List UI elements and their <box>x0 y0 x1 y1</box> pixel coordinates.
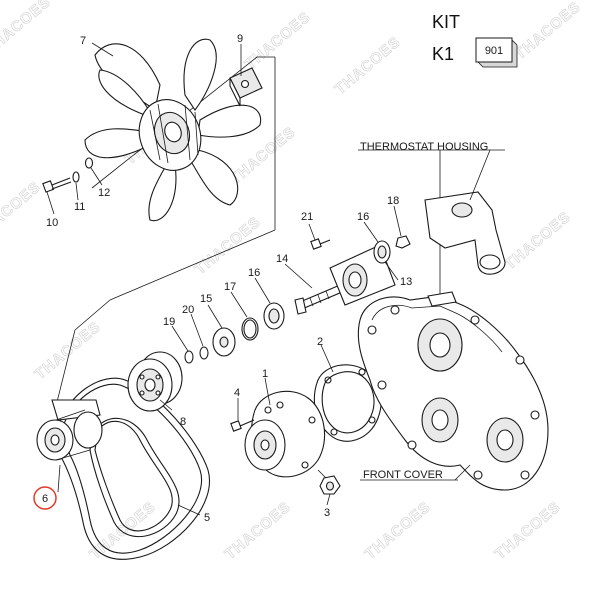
part-number-2[interactable]: 2 <box>317 336 323 348</box>
part-number-5[interactable]: 5 <box>204 512 210 524</box>
part-pump-shaft[interactable] <box>294 284 343 315</box>
part-number-6[interactable]: 6 <box>42 493 48 505</box>
part-fan-washer[interactable] <box>72 171 80 183</box>
part-number-3[interactable]: 3 <box>324 507 330 519</box>
front-cover-label: FRONT COVER <box>363 469 443 481</box>
selected-part-marker[interactable]: 6 <box>33 486 57 510</box>
callout-labels: THERMOSTAT HOUSING FRONT COVER <box>360 141 488 481</box>
part-hub-flange[interactable] <box>212 327 236 357</box>
part-spacer[interactable] <box>229 67 263 107</box>
part-snap-ring[interactable] <box>241 317 259 341</box>
part-number-9[interactable]: 9 <box>237 33 243 45</box>
watermark: THACOES <box>0 178 44 243</box>
part-fan[interactable] <box>84 38 262 222</box>
watermark: THACOES <box>512 0 584 63</box>
watermark: THACOES <box>362 498 434 563</box>
watermark: THACOES <box>32 318 104 383</box>
watermark: THACOES <box>502 208 574 273</box>
part-number-11[interactable]: 11 <box>74 201 85 213</box>
part-number-12[interactable]: 12 <box>98 187 110 199</box>
part-belt[interactable] <box>57 377 210 560</box>
front-cover[interactable] <box>357 291 549 491</box>
part-fan-bolt[interactable] <box>42 177 72 193</box>
selection-circle <box>33 486 57 510</box>
watermark: THACOES <box>492 498 564 563</box>
part-number-1[interactable]: 1 <box>262 368 268 380</box>
kit-number-box[interactable]: 901 <box>475 37 518 68</box>
watermark: THACOES <box>222 498 294 563</box>
part-number-13[interactable]: 13 <box>400 276 412 288</box>
kit-header: KIT K1 901 <box>432 12 518 68</box>
part-bleed-nut[interactable] <box>395 235 411 249</box>
part-number-21[interactable]: 21 <box>301 211 313 223</box>
part-number-20[interactable]: 20 <box>182 304 194 316</box>
part-pump-bolt[interactable] <box>230 398 255 432</box>
leader-lines <box>46 42 505 516</box>
kit-label: KIT <box>432 12 460 32</box>
watermark: THACOES <box>242 8 314 73</box>
part-bolt-upper[interactable] <box>310 238 331 250</box>
part-number-17[interactable]: 17 <box>224 281 236 293</box>
watermark: THACOES <box>0 0 54 58</box>
part-fan-nut[interactable] <box>84 157 94 169</box>
part-number-4[interactable]: 4 <box>234 387 240 399</box>
part-number-16-lower[interactable]: 16 <box>248 267 260 279</box>
part-number-19[interactable]: 19 <box>163 316 175 328</box>
part-water-pump[interactable] <box>244 390 326 478</box>
watermark: THACOES <box>332 33 404 98</box>
part-number-18[interactable]: 18 <box>387 195 399 207</box>
part-number-8[interactable]: 8 <box>180 416 186 428</box>
kit-code: K1 <box>432 44 454 64</box>
part-number-7[interactable]: 7 <box>80 35 86 47</box>
part-bearing-upper[interactable] <box>373 240 391 264</box>
part-number-labels: 7 9 10 11 12 21 16 18 13 14 16 17 15 20 … <box>46 33 412 524</box>
thermostat-housing-label: THERMOSTAT HOUSING <box>360 141 488 153</box>
kit-number: 901 <box>485 45 503 57</box>
part-pump-nut[interactable] <box>317 469 341 495</box>
part-number-10[interactable]: 10 <box>46 217 58 229</box>
thermostat-housing[interactable] <box>424 150 506 310</box>
part-number-14[interactable]: 14 <box>276 253 288 265</box>
part-number-15[interactable]: 15 <box>200 293 212 305</box>
part-number-16-upper[interactable]: 16 <box>357 211 369 223</box>
part-hub-nut[interactable] <box>199 346 209 360</box>
part-hub-washer[interactable] <box>184 350 194 364</box>
part-water-pump-pulley[interactable] <box>127 351 183 412</box>
part-bearing-lower[interactable] <box>263 302 285 330</box>
part-idler-pulley[interactable] <box>36 399 103 461</box>
